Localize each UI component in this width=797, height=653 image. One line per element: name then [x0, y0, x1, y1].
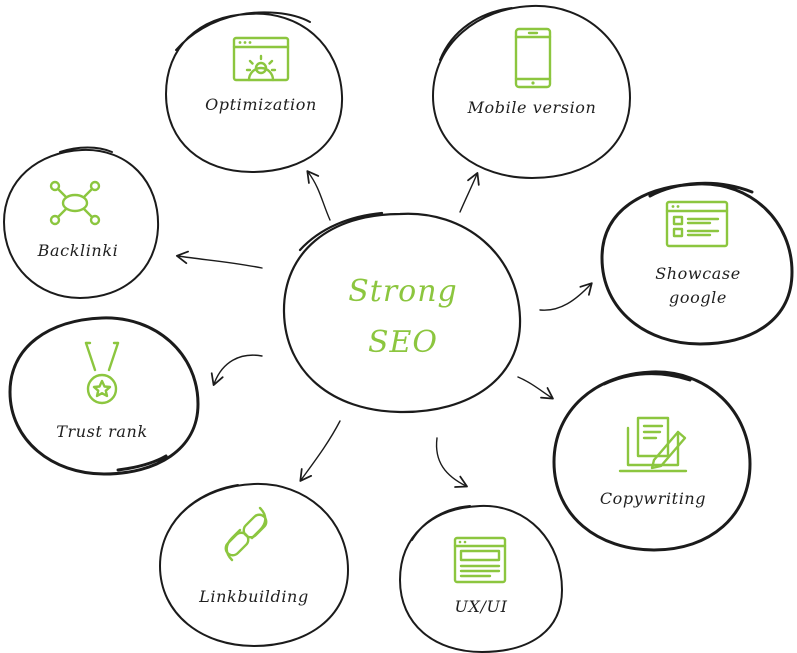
node-mobile-version: Mobile version	[432, 4, 631, 179]
node-circle	[159, 482, 349, 647]
node-label: Optimization	[205, 95, 317, 114]
node-label: Copywriting	[600, 489, 706, 508]
arrow-uxui	[435, 437, 468, 488]
ui-layout-icon	[453, 536, 507, 584]
node-circle	[165, 11, 344, 173]
center-title-line1: Strong	[348, 274, 458, 309]
node-circle	[3, 146, 160, 299]
arrow-showcase	[539, 282, 593, 311]
node-optimization: Optimization	[165, 11, 344, 173]
node-label: Backlinki	[37, 241, 119, 260]
node-label: Linkbuilding	[198, 587, 309, 606]
smartphone-icon	[514, 27, 552, 89]
laptop-pen-icon	[618, 416, 688, 473]
webpage-layout-icon	[665, 200, 729, 248]
node-label-line1: Showcase	[655, 264, 741, 283]
medal-icon	[84, 341, 120, 405]
node-circle	[600, 181, 794, 346]
center-circle	[282, 211, 522, 414]
arrow-mobile	[459, 172, 480, 213]
arrow-linkbuilding	[299, 420, 341, 482]
node-label: Mobile version	[467, 98, 597, 117]
node-copywriting: Copywriting	[552, 370, 752, 552]
node-circle	[399, 504, 563, 653]
node-linkbuilding: Linkbuilding	[159, 482, 349, 647]
chain-link-icon	[224, 506, 268, 562]
network-icon	[49, 180, 101, 226]
node-label-line2: google	[669, 288, 727, 307]
arrow-trust	[210, 354, 263, 386]
connector-arrows	[175, 170, 593, 488]
node-label: Trust rank	[56, 422, 148, 441]
node-showcase-google: Showcase google	[600, 181, 794, 346]
arrow-backlinki	[175, 250, 263, 269]
node-backlinki: Backlinki	[3, 146, 160, 299]
center-node: Strong SEO	[282, 211, 522, 414]
node-trust-rank: Trust rank	[8, 316, 200, 476]
center-title-line2: SEO	[368, 325, 438, 360]
node-circle	[432, 4, 631, 179]
node-ux-ui: UX/UI	[399, 504, 563, 653]
arrow-optimization	[306, 170, 331, 221]
node-circle	[552, 370, 752, 552]
node-label: UX/UI	[454, 597, 507, 616]
arrow-copywriting	[517, 376, 554, 400]
node-circle	[8, 316, 200, 476]
browser-gear-icon	[232, 36, 290, 82]
